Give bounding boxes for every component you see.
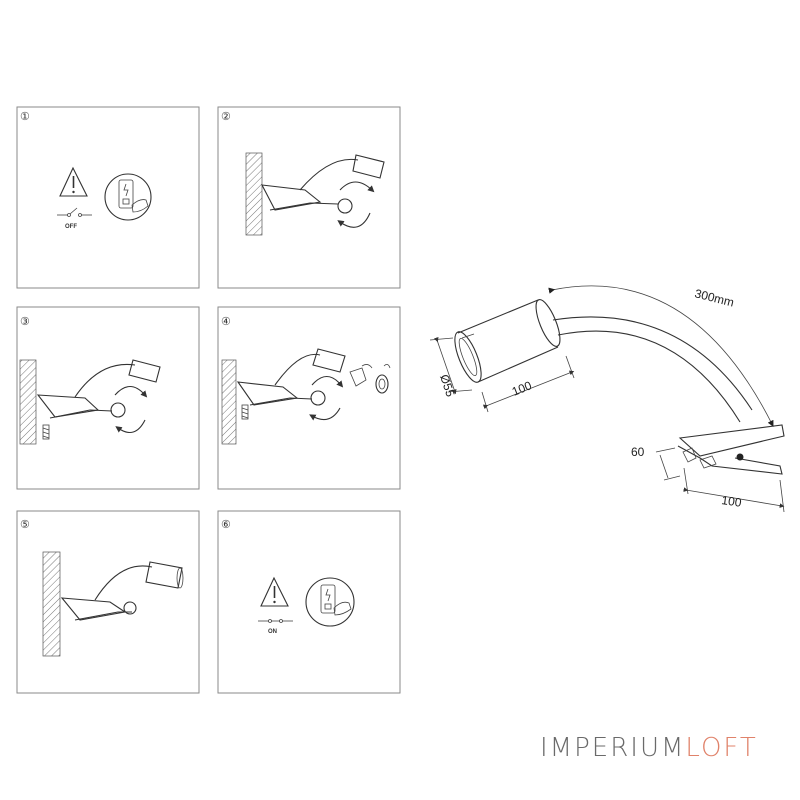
step-number: ⑤ [20,519,30,531]
step-panel-1: ① OFF [16,106,200,289]
brand-part-1: IMPERIUM [540,733,686,763]
wall-section [42,551,61,657]
rotate-arrow-icon [337,212,371,228]
wall-section [19,359,37,445]
lamp-shade [454,299,561,383]
flexible-arm [94,565,153,601]
step-panel-5: ⑤ [16,510,200,694]
wall-section [221,359,237,445]
clip-jaw [261,184,322,211]
on-label: ON [268,629,277,635]
shade-length-label: 100 [510,378,534,399]
brand-logo: IMPERIUMLOFT [540,733,758,763]
step-number: ⑥ [221,519,231,531]
rotate-arrow-icon [311,375,344,388]
step-number: ① [20,111,30,123]
flexible-arm [74,363,136,398]
off-label: OFF [65,224,77,230]
rotate-arrow-icon [339,181,375,193]
lamp-shade [128,359,161,383]
switch-on-icon [258,619,293,623]
clip-height-label: 60 [631,445,645,459]
step-panel-2: ② [217,106,401,289]
switch-panel-icon [104,173,152,221]
arm-length-label: 300mm [693,286,735,309]
step-number: ③ [20,316,30,328]
lamp-shade [145,561,183,589]
step-panel-6: ⑥ ON [217,510,401,694]
warning-triangle-icon [260,576,289,607]
clip-jaw [677,424,785,475]
flexible-arm [274,353,321,386]
lamp-shade [312,348,346,373]
rotate-arrow-icon [115,419,146,434]
wall-section [245,152,263,236]
step-panel-3: ③ [16,306,200,490]
lamp-shade [352,154,385,179]
step-number: ④ [221,316,231,328]
rotate-arrow-icon [309,407,341,421]
step-panel-4: ④ [217,306,401,490]
switch-off-icon [57,207,92,217]
switch-panel-icon [305,577,355,627]
shade-diameter-label: Ø55 [437,373,457,399]
rotate-arrow-icon [114,385,148,398]
screw-icon [42,424,50,440]
flexible-arm [299,158,359,191]
gu10-bulb-icon [349,364,391,394]
brand-part-2: LOFT [685,733,758,763]
warning-triangle-icon [59,166,88,197]
screw-icon [241,404,249,420]
clip-length-label: 100 [721,493,743,510]
clip-jaw [36,394,100,418]
step-number: ② [221,111,231,123]
dimension-drawing [429,285,785,513]
